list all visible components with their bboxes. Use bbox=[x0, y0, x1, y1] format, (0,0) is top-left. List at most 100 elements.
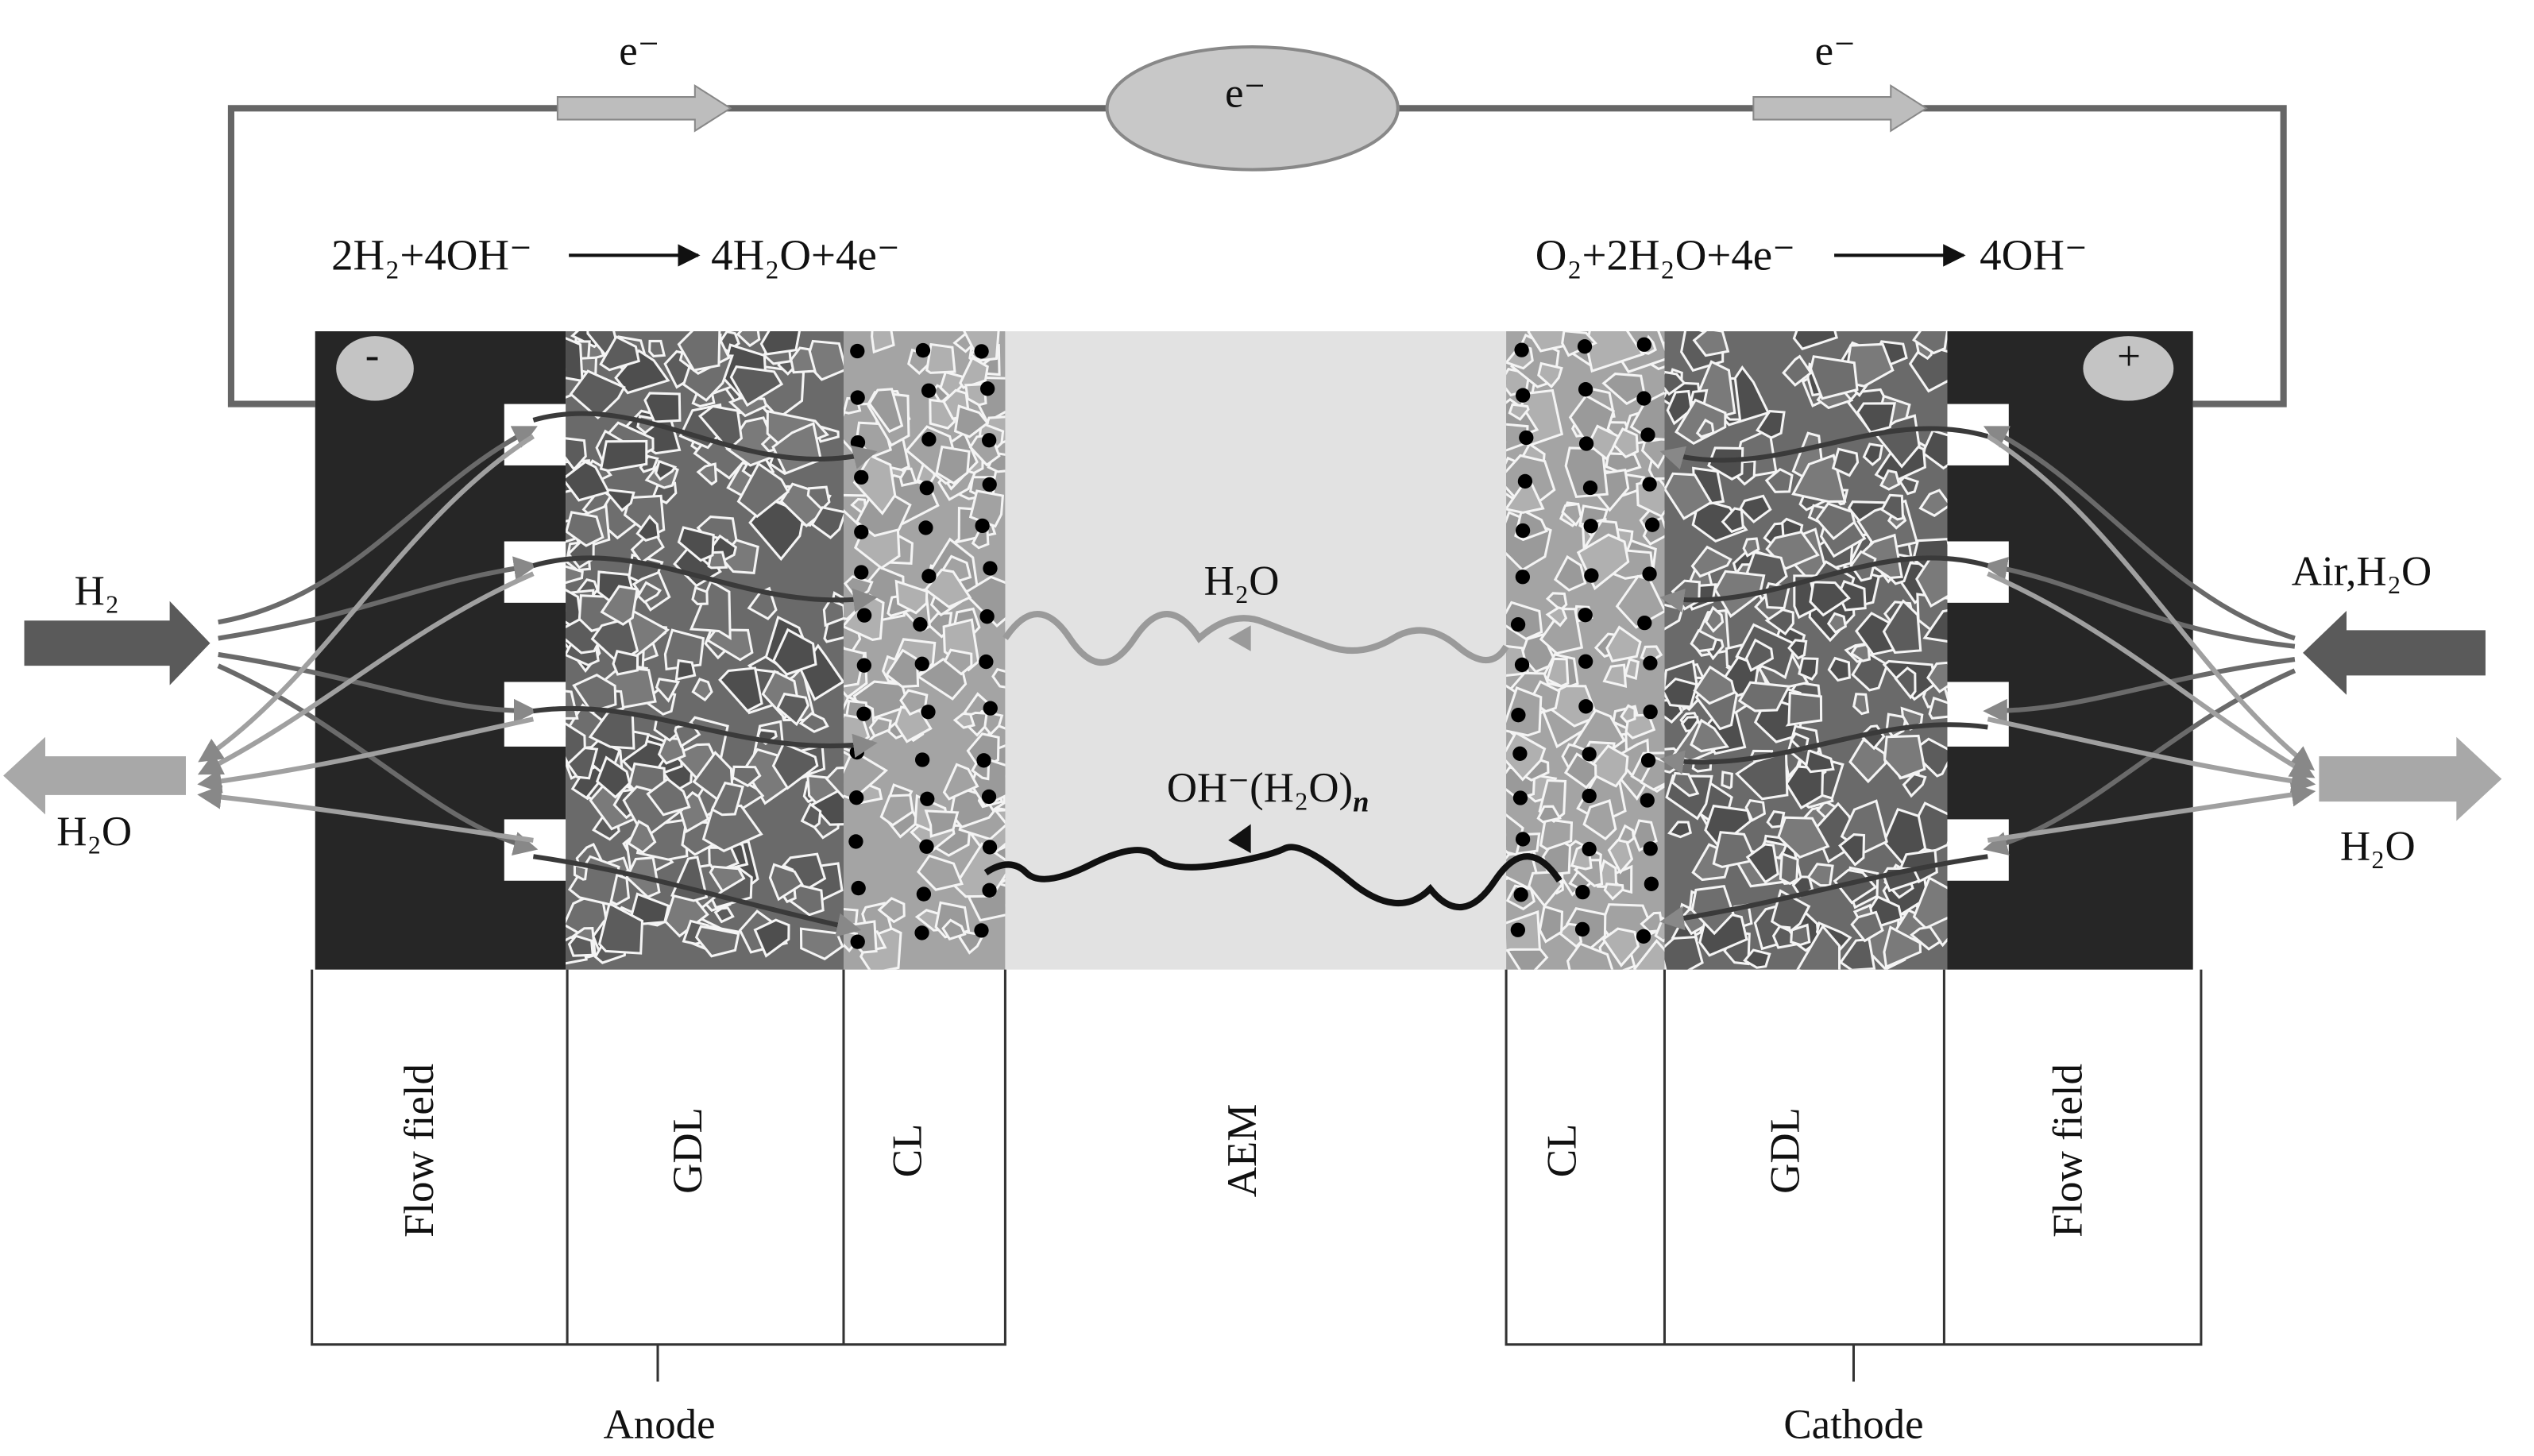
particle bbox=[1809, 355, 1859, 400]
particle bbox=[736, 462, 790, 519]
particle bbox=[1712, 831, 1757, 869]
catalyst-particle bbox=[982, 840, 998, 855]
particle bbox=[674, 658, 697, 682]
particle bbox=[1785, 691, 1823, 727]
particle bbox=[636, 581, 662, 604]
layer-label-anode-gdl: GDL bbox=[665, 1107, 711, 1194]
particle bbox=[694, 925, 740, 958]
particle bbox=[635, 514, 660, 543]
catalyst-particle bbox=[1637, 615, 1652, 631]
particle bbox=[1838, 832, 1866, 867]
catalyst-particle bbox=[1582, 788, 1597, 804]
particle bbox=[1856, 402, 1897, 434]
catalyst-particle bbox=[854, 524, 869, 539]
catalyst-particle bbox=[1578, 382, 1593, 397]
layer-label-cathode-flow-field: Flow field bbox=[2045, 1064, 2091, 1238]
particle bbox=[1536, 805, 1563, 824]
particle bbox=[1737, 681, 1791, 713]
catalyst-particle bbox=[1510, 617, 1526, 632]
positive-terminal-sign: + bbox=[2117, 334, 2141, 380]
catalyst-particle bbox=[919, 839, 934, 854]
gas-flow-line bbox=[197, 716, 535, 794]
porous-layer-texture bbox=[1506, 331, 1665, 970]
catalyst-particle bbox=[921, 569, 937, 584]
particle bbox=[1912, 876, 1948, 930]
catalyst-particle bbox=[914, 752, 930, 767]
catalyst-particle bbox=[1640, 793, 1655, 808]
particle bbox=[1545, 657, 1570, 688]
gas-flow-line bbox=[197, 785, 534, 843]
flow-channel bbox=[504, 682, 566, 747]
catalyst-particle bbox=[1643, 655, 1658, 670]
particle bbox=[606, 488, 635, 512]
gas-flow-line bbox=[532, 555, 878, 612]
particle bbox=[798, 712, 829, 733]
particle bbox=[1607, 839, 1634, 875]
particle bbox=[691, 678, 713, 702]
gas-flow-line bbox=[532, 411, 878, 469]
particle bbox=[1707, 446, 1744, 481]
catalyst-particle bbox=[1574, 921, 1590, 937]
catalyst-particle bbox=[856, 706, 871, 721]
layer-labels: Flow field GDL CL AEM CL GDL Flow field bbox=[396, 1064, 2091, 1238]
particle bbox=[1908, 342, 1948, 393]
particle bbox=[1629, 391, 1665, 441]
particle bbox=[1734, 750, 1789, 801]
catalyst-particle bbox=[982, 477, 997, 492]
catalyst-particle bbox=[1575, 884, 1590, 900]
gas-flow-line bbox=[532, 854, 862, 937]
particle bbox=[1899, 475, 1919, 496]
gas-flow-line bbox=[1986, 434, 2316, 771]
gas-flow-line bbox=[218, 651, 539, 724]
particle bbox=[1880, 493, 1905, 521]
particle bbox=[736, 331, 761, 348]
particle bbox=[599, 334, 641, 372]
particle bbox=[1882, 599, 1922, 655]
negative-terminal bbox=[336, 336, 414, 401]
particle bbox=[898, 467, 917, 487]
particle bbox=[867, 388, 904, 434]
catalyst-particle bbox=[979, 609, 995, 624]
particle bbox=[1605, 625, 1642, 663]
particle bbox=[1744, 798, 1767, 822]
particle bbox=[1664, 472, 1713, 520]
load-label: e⁻ bbox=[1225, 70, 1265, 116]
particle bbox=[701, 804, 763, 853]
catalyst-particle bbox=[850, 343, 865, 359]
particle bbox=[648, 339, 666, 357]
cathode-reaction: O₂+2H₂O+4e⁻ 4OH⁻ bbox=[1535, 231, 2088, 280]
catalyst-particle bbox=[915, 342, 931, 358]
particle bbox=[627, 819, 657, 855]
gas-flow-line bbox=[532, 705, 878, 758]
particle bbox=[1779, 852, 1799, 886]
electron-arrow-right bbox=[1752, 83, 1928, 133]
catalyst-particle bbox=[1644, 517, 1660, 532]
particle bbox=[1553, 554, 1587, 592]
particle bbox=[1826, 612, 1848, 635]
particle bbox=[753, 918, 790, 958]
particle bbox=[1582, 799, 1617, 841]
catalyst-particle bbox=[1643, 704, 1658, 720]
gas-flow-line bbox=[1987, 716, 2316, 794]
particle bbox=[759, 331, 801, 356]
air-inlet-label: Air,H₂O bbox=[2292, 548, 2432, 594]
particle bbox=[1918, 489, 1948, 517]
particle bbox=[1792, 331, 1838, 351]
gas-flow-line bbox=[1659, 854, 1988, 931]
particle bbox=[1782, 354, 1813, 387]
gas-flow-line bbox=[218, 426, 538, 625]
particle bbox=[566, 337, 584, 383]
particle bbox=[1910, 925, 1942, 951]
particle bbox=[1624, 658, 1640, 681]
particle bbox=[1756, 409, 1786, 439]
gas-flow-line bbox=[218, 556, 539, 641]
cell-layers: - + bbox=[315, 331, 2193, 970]
catalyst-particle bbox=[1512, 746, 1528, 761]
particle bbox=[597, 902, 644, 955]
catalyst-particle bbox=[974, 923, 989, 938]
particle bbox=[599, 439, 648, 472]
particle bbox=[595, 755, 632, 799]
particle bbox=[942, 763, 979, 801]
cathode-label: Cathode bbox=[1783, 1402, 1923, 1448]
particle bbox=[1796, 924, 1841, 970]
